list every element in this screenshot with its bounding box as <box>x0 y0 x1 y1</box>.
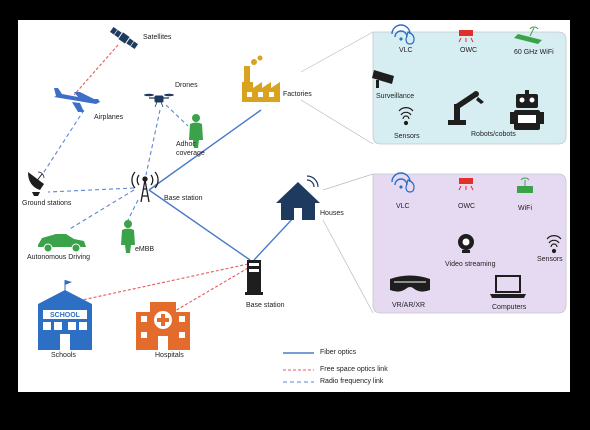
base-station-tower-icon <box>131 171 159 203</box>
fiber-link-basestation-factory <box>148 109 262 191</box>
factory-label-60ghz-wifi: 60 GHz WiFi <box>514 49 554 56</box>
school-icon <box>38 280 92 350</box>
diagram-canvas: SCHOOL Satellites Drones Airplanes Adhoc… <box>18 20 570 392</box>
label-airplanes: Airplanes <box>94 114 124 121</box>
fso-link-hospital <box>167 267 249 316</box>
rf-link-basestation-embb <box>127 199 139 221</box>
house-label-vlc: VLC <box>396 203 410 210</box>
rf-link-basestation-ground <box>47 187 135 193</box>
label-autonomous-driving: Autonomous Driving <box>27 254 91 261</box>
rf-links <box>41 104 189 231</box>
network-diagram: SCHOOL <box>28 24 567 383</box>
robot-arm-icon <box>448 91 484 125</box>
house-owc-icon <box>458 178 474 191</box>
fiber-link-small-houses <box>253 214 297 261</box>
hospital-icon <box>136 302 190 350</box>
airplane-icon <box>54 88 100 112</box>
factory-label-sensors: Sensors <box>394 133 420 140</box>
label-base-station-small: Base station <box>246 302 285 309</box>
house-label-computers: Computers <box>492 304 527 311</box>
label-hospitals: Hospitals <box>155 352 184 359</box>
label-drones: Drones <box>175 82 198 89</box>
factory-sensor-icon <box>398 107 414 126</box>
label-base-station-main: Base station <box>164 195 203 202</box>
legend-fiber-label: Fiber optics <box>320 349 357 356</box>
factory-vlc-icon <box>391 24 415 45</box>
embb-person-icon <box>121 220 135 253</box>
house-label-wifi: WiFi <box>518 205 532 212</box>
webcam-icon <box>458 234 474 253</box>
rf-link-drone-basestation <box>145 109 161 176</box>
factory-label-vlc: VLC <box>399 47 413 54</box>
drone-icon <box>144 93 174 108</box>
school-sign-text: SCHOOL <box>50 312 81 319</box>
rf-link-drone-adhoc <box>165 104 189 127</box>
ground-station-icon <box>28 171 45 196</box>
house-label-sensors: Sensors <box>537 256 563 263</box>
factory-60ghz-wifi-icon <box>514 26 542 44</box>
label-factories: Factories <box>283 91 312 98</box>
satellite-icon <box>109 26 139 50</box>
factory-label-surveillance: Surveillance <box>376 93 415 100</box>
house-sensor-icon <box>546 235 562 254</box>
factory-zoom-line-bottom <box>300 99 374 145</box>
house-vlc-icon <box>391 172 415 193</box>
house-zoom-line-bottom <box>322 219 374 314</box>
label-adhoc-1: Adhoc <box>176 141 196 148</box>
house-label-vr: VR/AR/XR <box>392 302 426 309</box>
house-label-owc: OWC <box>458 203 476 210</box>
label-schools: Schools <box>51 352 76 359</box>
vr-headset-icon <box>390 275 430 292</box>
label-ground-stations: Ground stations <box>22 200 72 207</box>
label-adhoc-2: coverage <box>176 150 205 157</box>
adhoc-person-icon <box>189 114 203 148</box>
rf-link-basestation-car <box>67 189 135 231</box>
fiber-link-basestation-small <box>148 189 251 261</box>
car-icon <box>38 234 86 253</box>
factory-label-owc: OWC <box>460 47 478 54</box>
legend-fso-label: Free space optics link <box>320 366 388 373</box>
label-houses: Houses <box>320 210 344 217</box>
label-satellites: Satellites <box>143 34 172 41</box>
factory-label-robots: Robots/cobots <box>471 131 516 138</box>
robot-icon <box>510 90 544 130</box>
house-zoom-line-top <box>322 173 374 191</box>
fso-links <box>72 44 249 316</box>
small-base-station-icon <box>245 260 263 295</box>
factory-icon <box>242 55 280 102</box>
factory-owc-icon <box>458 30 474 43</box>
factory-zoom-line-top <box>300 31 374 73</box>
fso-link-satellite-airplane <box>73 44 119 96</box>
surveillance-camera-icon <box>372 70 394 88</box>
laptop-icon <box>490 275 526 298</box>
house-label-video-streaming: Video streaming <box>445 261 496 268</box>
house-wifi-icon <box>517 177 533 193</box>
house-icon <box>276 175 320 220</box>
rf-link-airplane-ground <box>41 109 85 176</box>
label-embb: eMBB <box>135 246 155 253</box>
legend-rf-label: Radio frequency link <box>320 378 384 385</box>
fiber-links <box>148 109 297 261</box>
